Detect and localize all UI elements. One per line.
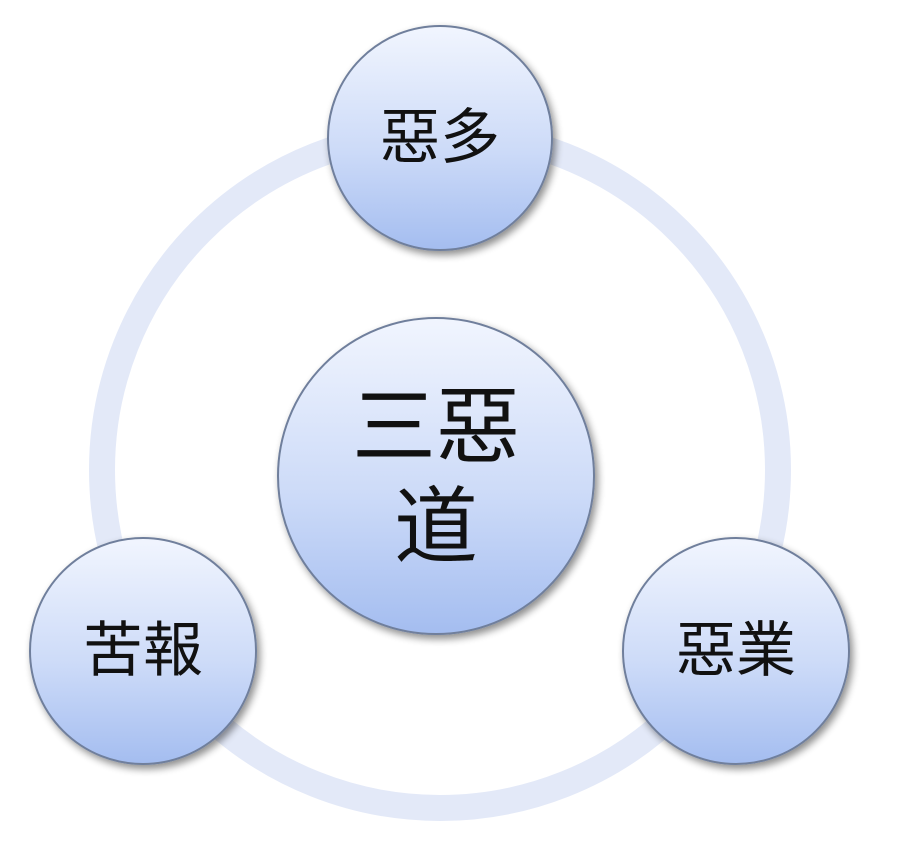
center-label-line1: 三惡 xyxy=(352,378,520,476)
node-left xyxy=(29,537,257,765)
node-center xyxy=(277,317,595,635)
node-top xyxy=(327,25,553,251)
node-right xyxy=(622,537,850,765)
node-left-label: 苦報 xyxy=(83,616,203,686)
node-right-label: 惡業 xyxy=(676,616,796,686)
node-top-label: 惡多 xyxy=(380,103,500,173)
center-label-line2: 道 xyxy=(394,478,478,576)
